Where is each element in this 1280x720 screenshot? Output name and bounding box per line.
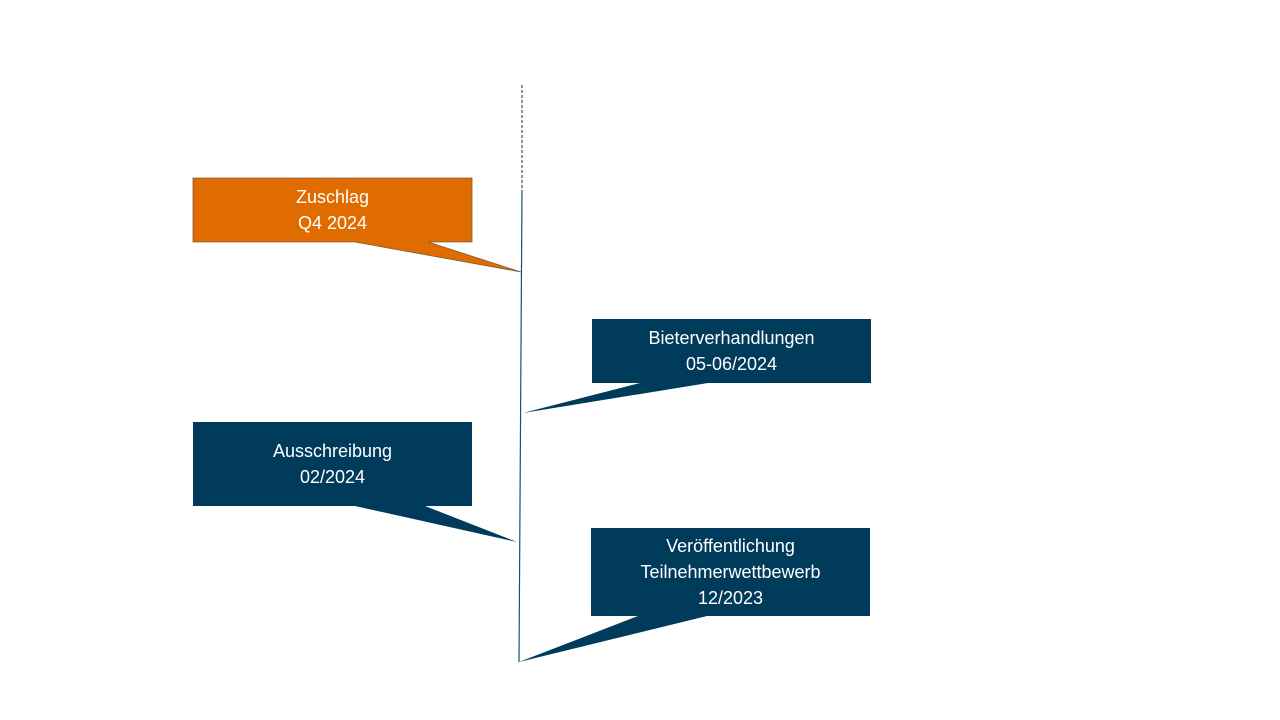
callout-ausschreibung (193, 422, 517, 542)
callout-shape-bieterverhandlungen (523, 319, 871, 413)
callout-shape-ausschreibung (193, 422, 517, 542)
bieterverhandlungen-title: Bieterverhandlungen (648, 328, 815, 348)
bieterverhandlungen-date: 05-06/2024 (685, 354, 778, 374)
callout-shape-veroeffentlichung (519, 528, 870, 662)
veroeffentlichung-subtitle: Teilnehmerwettbewerb (640, 562, 821, 582)
callout-bieterverhandlungen (523, 319, 871, 413)
timeline-axis (518, 189, 523, 663)
callout-text-bieterverhandlungen: Bieterverhandlungen 05-06/2024 (592, 319, 871, 383)
callout-veroeffentlichung (519, 528, 870, 662)
ausschreibung-title: Ausschreibung (272, 441, 393, 461)
callout-text-veroeffentlichung: Veröffentlichung Teilnehmerwettbewerb 12… (591, 528, 870, 616)
callout-zuschlag (192, 177, 522, 273)
callout-text-ausschreibung: Ausschreibung 02/2024 (193, 422, 472, 506)
zuschlag-title: Zuschlag (295, 187, 370, 207)
zuschlag-date: Q4 2024 (297, 213, 368, 233)
callout-shape-zuschlag (192, 177, 522, 273)
ausschreibung-date: 02/2024 (299, 467, 366, 487)
veroeffentlichung-title: Veröffentlichung (666, 536, 795, 556)
callout-text-zuschlag: Zuschlag Q4 2024 (193, 178, 472, 242)
veroeffentlichung-date: 12/2023 (697, 588, 764, 608)
